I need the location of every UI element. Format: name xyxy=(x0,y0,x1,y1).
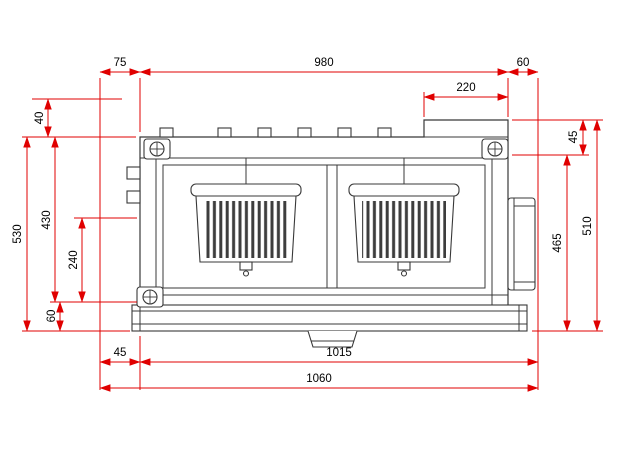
top-tabs xyxy=(159,127,392,138)
hatch-left-band xyxy=(139,157,157,306)
dim-label-bottom-overall: 1060 xyxy=(306,373,332,385)
hatch-top-band xyxy=(139,119,509,159)
dim-label-right-step: 45 xyxy=(568,131,580,144)
dim-label-top-step: 220 xyxy=(456,82,475,94)
top-tab xyxy=(257,127,272,138)
dimension-annotations: 75 980 60 220 40 530 430 240 60 45 465 5… xyxy=(12,57,603,392)
basket-foot-pin xyxy=(400,270,408,277)
basket-slats xyxy=(362,201,446,258)
dim-label-left-overall: 530 xyxy=(12,224,24,243)
top-tab xyxy=(217,127,232,138)
basket-rim xyxy=(348,183,460,197)
dim-label-top-width: 980 xyxy=(314,57,333,69)
dim-label-bottom-offset: 45 xyxy=(114,347,127,359)
basket-slats xyxy=(204,201,288,258)
firebox xyxy=(140,157,508,296)
dim-label-bottom-inner: 1015 xyxy=(326,347,352,359)
base-frame-outline xyxy=(131,304,528,332)
left-bracket xyxy=(126,166,141,180)
dim-label-left-door: 430 xyxy=(41,210,53,229)
left-bracket xyxy=(126,190,141,204)
dim-label-right-door-base: 465 xyxy=(552,233,564,252)
basket-foot-pin xyxy=(242,270,250,277)
left-brackets xyxy=(126,166,141,204)
top-tab xyxy=(297,127,312,138)
dim-label-left-grate: 240 xyxy=(68,250,80,269)
top-tab xyxy=(337,127,352,138)
extension-lines xyxy=(22,78,603,390)
hatch-right-band xyxy=(491,157,509,306)
dim-label-left-collar: 40 xyxy=(34,112,46,125)
fuel-basket-right xyxy=(348,158,460,277)
dim-label-top-offset-right: 60 xyxy=(517,57,530,69)
dim-label-top-offset-left: 75 xyxy=(114,57,127,69)
basket-foot xyxy=(239,261,253,271)
dim-label-right-overall: 510 xyxy=(582,216,594,235)
stove-body xyxy=(126,119,536,348)
top-tab xyxy=(377,127,392,138)
base-frame xyxy=(131,304,528,348)
dimension-lines xyxy=(23,68,601,392)
top-tab xyxy=(159,127,174,138)
bolt-top-left xyxy=(143,138,171,160)
dim-label-left-base: 60 xyxy=(46,310,58,323)
outlet-box xyxy=(507,197,536,291)
basket-foot xyxy=(397,261,411,271)
bolt-top-right xyxy=(481,138,509,160)
dimension-labels: 75 980 60 220 40 530 430 240 60 45 465 5… xyxy=(12,57,594,385)
fuel-basket-left xyxy=(190,158,302,277)
basket-rim xyxy=(190,183,302,197)
side-outlet xyxy=(507,197,536,291)
door-glass-frame xyxy=(162,164,486,289)
bolt-bottom-left xyxy=(136,286,164,308)
bottom-bracket xyxy=(307,330,358,348)
